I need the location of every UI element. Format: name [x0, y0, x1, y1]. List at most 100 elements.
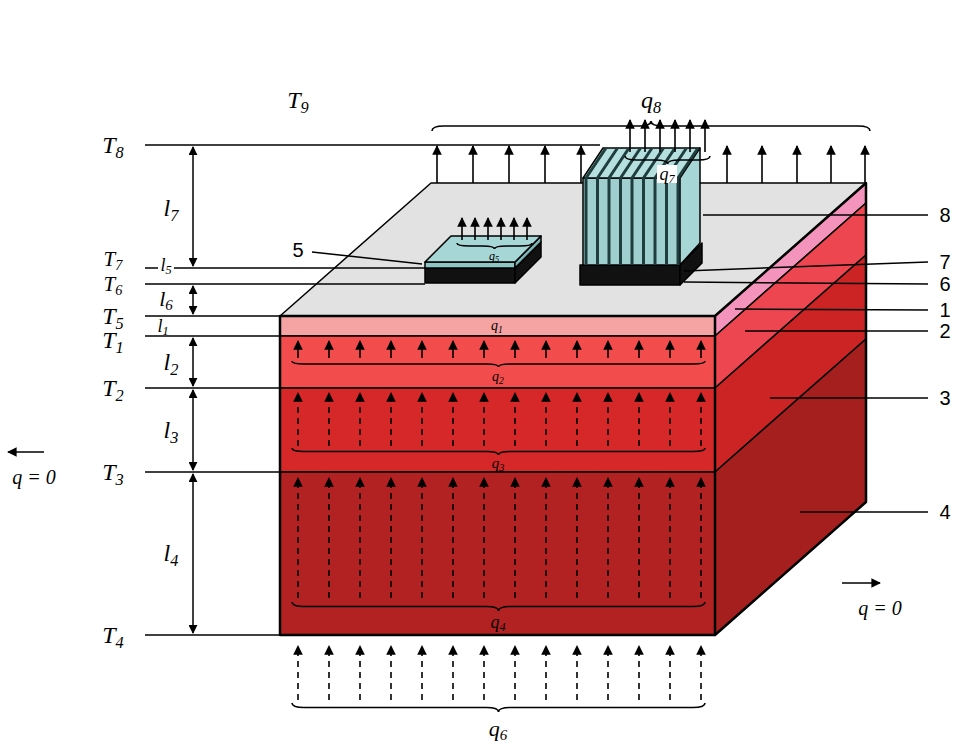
- flux-arrow: [830, 146, 832, 183]
- flux-arrow: [390, 646, 392, 700]
- layer-2-front: [280, 336, 715, 388]
- fin-edge: [632, 148, 652, 178]
- flux-arrow: [421, 646, 423, 700]
- flux-arrow: [644, 120, 646, 152]
- flux-brace: [432, 121, 870, 131]
- flux-arrow: [545, 393, 547, 446]
- level-line: [145, 144, 600, 146]
- level-line: [145, 267, 425, 269]
- flux-arrow: [514, 341, 516, 358]
- component-front: [425, 262, 515, 268]
- flux-arrow: [461, 218, 463, 240]
- flux-arrow: [452, 646, 454, 700]
- fin-edge: [631, 178, 634, 265]
- flux-arrow: [421, 393, 423, 446]
- component-base: [425, 268, 515, 283]
- symbol-label: l7: [164, 196, 179, 220]
- flux-arrow: [421, 341, 423, 358]
- flux-arrow: [700, 646, 702, 700]
- flux-arrow: [689, 120, 691, 152]
- flux-arrow: [359, 478, 361, 598]
- block-outline: [280, 183, 866, 635]
- flux-arrow: [700, 341, 702, 358]
- symbol-label: q4: [490, 613, 505, 631]
- flux-arrow: [297, 393, 299, 446]
- dimension-arrow: [192, 390, 194, 470]
- symbol-label: l3: [164, 418, 179, 442]
- flux-arrow: [638, 341, 640, 358]
- flux-arrow: [472, 146, 474, 183]
- level-line: [145, 471, 280, 473]
- level-line: [145, 283, 425, 285]
- flux-arrow: [508, 146, 510, 183]
- flux-arrow: [607, 646, 609, 700]
- level-line: [145, 315, 280, 317]
- flux-arrow: [700, 393, 702, 446]
- adiabatic-arrow: [8, 451, 44, 453]
- flux-arrow: [514, 393, 516, 446]
- callout-number: 5: [292, 240, 303, 260]
- fin-edge: [598, 148, 618, 178]
- flux-arrow: [580, 146, 582, 183]
- callout-number: 4: [939, 502, 950, 522]
- flux-arrow: [452, 478, 454, 598]
- flux-brace: [457, 243, 532, 249]
- flux-arrow: [483, 646, 485, 700]
- flux-arrow: [487, 218, 489, 240]
- fin-edge: [608, 178, 611, 265]
- leader-line: [684, 262, 928, 271]
- symbol-label: T2: [102, 376, 124, 400]
- symbol-label: l2: [164, 350, 179, 374]
- component-5: [425, 236, 541, 283]
- symbol-label: T8: [102, 133, 124, 157]
- flux-brace: [292, 361, 705, 367]
- flux-arrow: [700, 478, 702, 598]
- flux-arrow: [359, 646, 361, 700]
- flux-arrow: [669, 341, 671, 358]
- flux-arrow: [544, 146, 546, 183]
- symbol-label: l5: [158, 256, 173, 274]
- callout-number: 6: [939, 274, 950, 294]
- flux-brace: [292, 703, 705, 712]
- flux-arrow: [514, 478, 516, 598]
- flux-arrow: [545, 341, 547, 358]
- flux-arrow: [328, 478, 330, 598]
- level-line: [145, 634, 280, 636]
- fin-edge: [665, 178, 668, 265]
- callout-number: 1: [939, 300, 950, 320]
- symbol-label: q5: [489, 250, 499, 262]
- dimension-arrow: [192, 147, 194, 266]
- layer-4-side: [715, 339, 866, 635]
- heat-sink: [580, 148, 702, 285]
- symbol-label: q = 0: [12, 467, 56, 487]
- fin-edge: [677, 178, 680, 265]
- symbol-label: T4: [102, 623, 124, 647]
- flux-arrow: [576, 393, 578, 446]
- flux-arrow: [452, 393, 454, 446]
- fin-edge: [596, 178, 599, 265]
- flux-arrow: [576, 646, 578, 700]
- fin-block-top: [583, 148, 700, 178]
- fin-block-front: [583, 178, 680, 265]
- callout-number: 7: [939, 252, 950, 272]
- flux-arrow: [638, 478, 640, 598]
- flux-arrow: [526, 218, 528, 240]
- flux-arrow: [669, 478, 671, 598]
- flux-arrow: [576, 341, 578, 358]
- leader-line: [735, 309, 928, 310]
- callout-number: 8: [939, 205, 950, 225]
- fin-edge: [586, 148, 606, 178]
- leader-line: [684, 282, 928, 284]
- flux-arrow: [452, 341, 454, 358]
- flux-arrow: [390, 393, 392, 446]
- symbol-label: T5: [102, 304, 124, 328]
- symbol-label: q7: [657, 165, 676, 183]
- dimension-arrow: [192, 338, 194, 386]
- flux-arrow: [390, 341, 392, 358]
- symbol-label: T1: [102, 328, 124, 352]
- symbol-label: q8: [641, 88, 661, 112]
- dimension-arrow: [192, 286, 194, 314]
